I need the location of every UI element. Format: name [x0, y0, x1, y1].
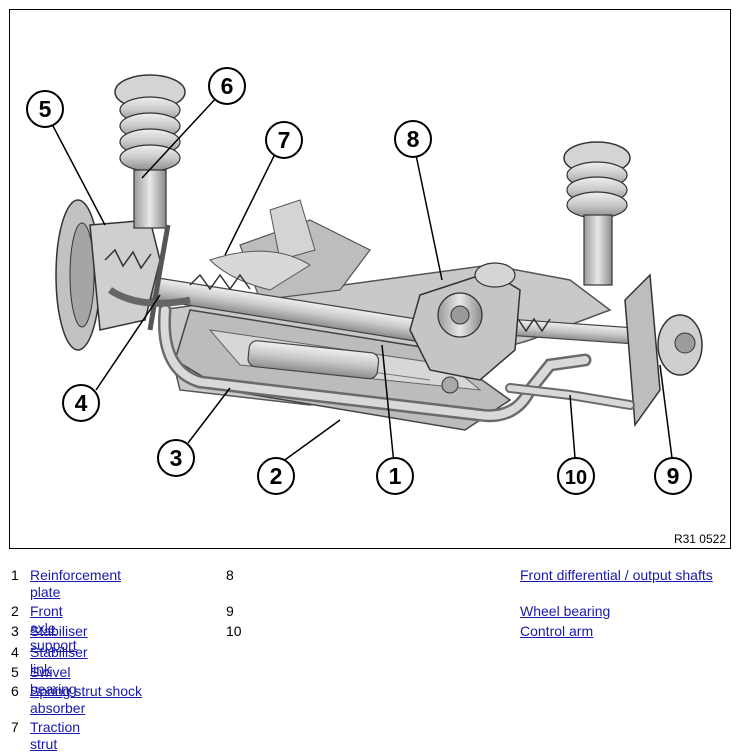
legend-link-swivel-bearing[interactable]: Swivel bearing [30, 664, 77, 697]
figure-code: R31 0522 [673, 532, 726, 546]
callout-4-label: 4 [75, 390, 88, 416]
callout-4: 4 [62, 384, 100, 422]
front-differential [409, 262, 521, 394]
callout-8: 8 [394, 120, 432, 158]
traction-strut [108, 224, 191, 331]
callout-9: 9 [654, 457, 692, 495]
legend-link-stabiliser[interactable]: Stabiliser [30, 623, 88, 639]
legend-item-number: 3 [11, 623, 19, 639]
legend-item-number: 5 [11, 664, 19, 680]
callout-1: 1 [376, 457, 414, 495]
callout-10-label: 10 [565, 467, 587, 489]
legend-link-traction-strut[interactable]: Traction strut [30, 719, 81, 752]
legend-link-front-differential[interactable]: Front differential / output shafts [520, 567, 713, 583]
legend-link-control-arm[interactable]: Control arm [520, 623, 594, 639]
left-wheel-hub [55, 199, 161, 351]
legend-link-stabiliser-link[interactable]: Stabiliser link [30, 644, 88, 677]
legend-item-number: 1 [11, 567, 19, 583]
callout-9-label: 9 [667, 463, 680, 489]
right-spring-strut [563, 141, 631, 286]
callout-3: 3 [157, 439, 195, 477]
callout-7-label: 7 [278, 127, 291, 153]
legend-item-number: 2 [11, 603, 19, 619]
callout-1-label: 1 [389, 463, 402, 489]
callout-2-label: 2 [270, 463, 283, 489]
diagram-figure: 1 2 3 4 5 6 7 8 [9, 9, 731, 549]
legend-item-number: 7 [11, 719, 19, 735]
callout-6-label: 6 [221, 73, 234, 99]
legend-number-9: 9 [226, 603, 234, 619]
leader-lines [52, 95, 673, 475]
legend-number-8: 8 [226, 567, 234, 583]
callout-10: 10 [557, 457, 595, 495]
legend-link-spring-strut[interactable]: Spring strut shock absorber [30, 683, 143, 716]
left-spring-strut [114, 74, 186, 229]
legend-number-10: 10 [226, 623, 242, 639]
callout-5-label: 5 [39, 96, 52, 122]
callout-6: 6 [208, 67, 246, 105]
callout-8-label: 8 [407, 126, 420, 152]
callout-5: 5 [26, 90, 64, 128]
stabiliser [157, 303, 592, 423]
legend-link-front-axle-support[interactable]: Front axle support [30, 603, 77, 653]
legend-item-number: 4 [11, 644, 19, 660]
legend-link-wheel-bearing[interactable]: Wheel bearing [520, 603, 611, 619]
front-axle-drawing: 1 2 3 4 5 6 7 8 [26, 17, 727, 495]
right-wheel-hub [624, 273, 703, 428]
callout-2: 2 [257, 457, 295, 495]
legend-item-number: 6 [11, 683, 19, 699]
callout-3-label: 3 [170, 445, 183, 471]
masked-area [477, 17, 727, 141]
callout-7: 7 [265, 121, 303, 159]
legend-link-reinforcement-plate[interactable]: Reinforcement plate [30, 567, 122, 600]
